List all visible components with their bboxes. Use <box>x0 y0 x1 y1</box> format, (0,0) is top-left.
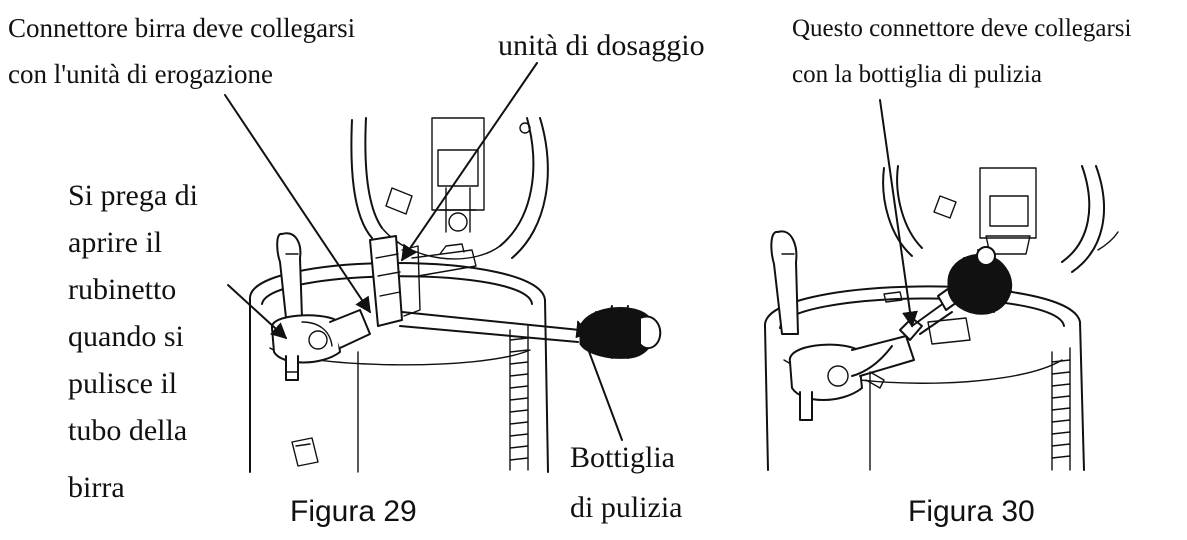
fig29-open-lid <box>350 117 549 260</box>
fig29-bottle-label-line1: Bottiglia <box>570 441 675 474</box>
fig29-tap-label-line3: rubinetto <box>68 273 177 306</box>
fig30-connector-label-line1: Questo connettore deve collegarsi <box>792 15 1132 42</box>
arrow-dosing <box>401 62 538 262</box>
fig29-hose <box>399 311 581 343</box>
fig29-vent <box>509 325 529 471</box>
fig29-tap-label-line1: Si prega di <box>68 179 198 212</box>
fig30-connector-label-line2: con la bottiglia di pulizia <box>792 61 1042 88</box>
fig29-tap-label-line2: aprire il <box>68 226 163 259</box>
arrow-bottle <box>575 320 623 441</box>
fig29-connector-label-line1: Connettore birra deve collegarsi <box>8 13 356 43</box>
arrow-connector <box>224 94 371 314</box>
fig29-dosing-unit <box>369 235 477 327</box>
fig29-tap-label-line6: tubo della <box>68 414 188 447</box>
fig29-bottle-label-line2: di pulizia <box>570 491 683 524</box>
fig30-cleaning-bottle <box>937 246 1013 315</box>
fig29-tap-label-line7: birra <box>68 471 125 504</box>
fig29-dosing-label: unità di dosaggio <box>498 29 705 62</box>
fig30-tap <box>770 230 915 421</box>
arrow-tap <box>227 284 288 340</box>
figure-29-drawing <box>224 62 662 473</box>
fig29-tap-label-line4: quando si <box>68 320 184 353</box>
fig29-caption: Figura 29 <box>290 495 417 528</box>
fig29-tap <box>271 232 371 381</box>
fig30-arrow-connector <box>879 99 918 328</box>
fig29-cleaning-bottle <box>579 305 662 359</box>
fig30-caption: Figura 30 <box>908 495 1035 528</box>
fig29-arrows <box>224 62 623 441</box>
fig30-open-lid <box>882 165 1119 273</box>
fig30-vent <box>1051 347 1071 471</box>
figure-30-drawing <box>763 99 1119 471</box>
fig29-connector-label-line2: con l'unità di erogazione <box>8 59 274 89</box>
fig29-tap-label-line5: pulisce il <box>68 367 178 400</box>
